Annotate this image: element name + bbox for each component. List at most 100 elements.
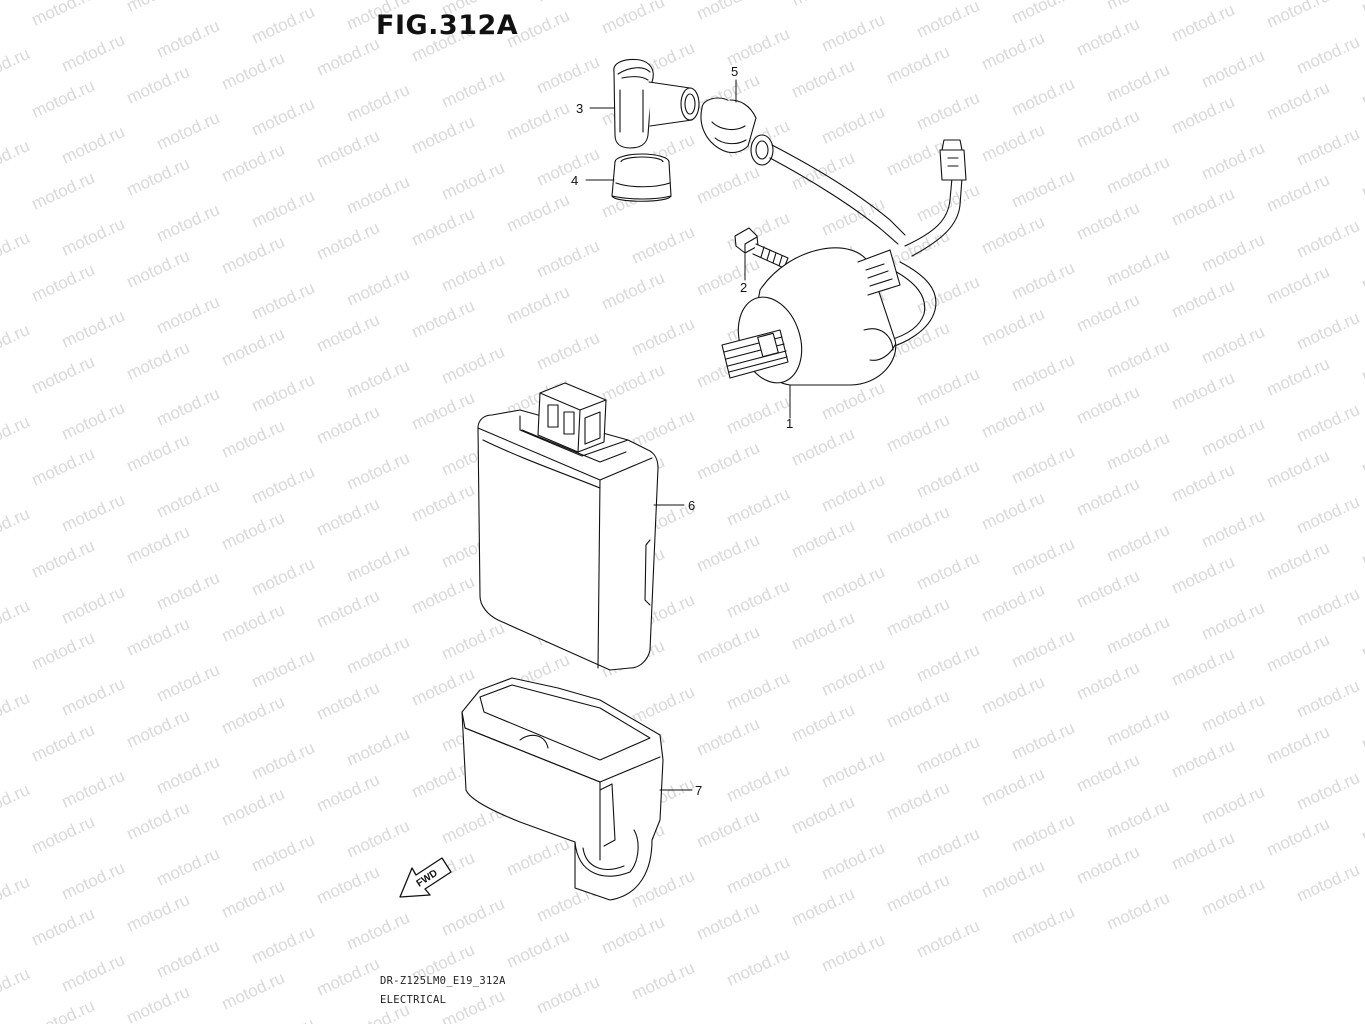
watermark-text: motod.ru <box>219 140 288 186</box>
watermark-text: motod.ru <box>1074 382 1143 428</box>
watermark-text: motod.ru <box>1294 400 1363 446</box>
watermark-text: motod.ru <box>344 80 413 126</box>
watermark-text: motod.ru <box>1169 736 1238 782</box>
watermark-text: motod.ru <box>439 342 508 388</box>
watermark-text: motod.ru <box>694 162 763 208</box>
watermark-text: motod.ru <box>124 614 193 660</box>
watermark-text: motod.ru <box>154 476 223 522</box>
watermark-text: motod.ru <box>979 212 1048 258</box>
watermark-text: motod.ru <box>1074 750 1143 796</box>
watermark-text: motod.ru <box>314 954 383 1000</box>
watermark-text: motod.ru <box>439 250 508 296</box>
watermark-text: motod.ru <box>439 986 508 1024</box>
watermark-text: motod.ru <box>1199 46 1268 92</box>
watermark-text: motod.ru <box>1074 566 1143 612</box>
watermark-text: motod.ru <box>1009 810 1078 856</box>
watermark-text: motod.ru <box>1264 538 1333 584</box>
watermark-text: motod.ru <box>344 908 413 954</box>
watermark-text: motod.ru <box>154 752 223 798</box>
watermark-text: motod.ru <box>0 44 32 90</box>
watermark-text: motod.ru <box>884 410 953 456</box>
watermark-text: motod.ru <box>124 798 193 844</box>
watermark-text: motod.ru <box>724 668 793 714</box>
watermark-text: motod.ru <box>314 34 383 80</box>
watermark-text: motod.ru <box>979 580 1048 626</box>
watermark-text: motod.ru <box>124 338 193 384</box>
watermark-text: motod.ru <box>534 236 603 282</box>
watermark-text: motod.ru <box>0 642 2 688</box>
watermark-text: motod.ru <box>1359 432 1365 478</box>
watermark-text: motod.ru <box>249 830 318 876</box>
watermark-text: motod.ru <box>724 760 793 806</box>
watermark-text: motod.ru <box>0 964 32 1010</box>
watermark-text: motod.ru <box>504 926 573 972</box>
watermark-text: motod.ru <box>124 706 193 752</box>
watermark-text: motod.ru <box>249 370 318 416</box>
watermark-text: motod.ru <box>1009 74 1078 120</box>
watermark-text: motod.ru <box>0 826 2 872</box>
watermark-text: motod.ru <box>1199 506 1268 552</box>
watermark-text: motod.ru <box>1264 722 1333 768</box>
watermark-text: motod.ru <box>0 780 32 826</box>
callout-4: 4 <box>571 173 578 188</box>
watermark-text: motod.ru <box>1074 106 1143 152</box>
watermark-text: motod.ru <box>884 42 953 88</box>
watermark-text: motod.ru <box>1294 308 1363 354</box>
watermark-text: motod.ru <box>1009 0 1078 28</box>
watermark-text: motod.ru <box>0 366 2 412</box>
watermark-text: motod.ru <box>314 310 383 356</box>
watermark-text: motod.ru <box>819 10 888 56</box>
watermark-text: motod.ru <box>409 112 478 158</box>
watermark-text: motod.ru <box>29 444 98 490</box>
watermark-text: motod.ru <box>409 480 478 526</box>
watermark-text: motod.ru <box>314 586 383 632</box>
watermark-text: motod.ru <box>1104 0 1173 14</box>
watermark-text: motod.ru <box>629 222 698 268</box>
watermark-text: motod.ru <box>0 1010 2 1024</box>
watermark-text: motod.ru <box>694 530 763 576</box>
watermark-text: motod.ru <box>1169 92 1238 138</box>
watermark-text: motod.ru <box>344 724 413 770</box>
watermark-text: motod.ru <box>154 936 223 982</box>
watermark-text: motod.ru <box>1199 138 1268 184</box>
watermark-text: motod.ru <box>979 28 1048 74</box>
watermark-text: motod.ru <box>1199 874 1268 920</box>
watermark-text: motod.ru <box>439 66 508 112</box>
watermark-text: motod.ru <box>599 360 668 406</box>
boot-seal-part-4 <box>611 153 672 202</box>
watermark-text: motod.ru <box>0 918 2 964</box>
watermark-text: motod.ru <box>1264 630 1333 676</box>
callout-2: 2 <box>740 280 747 295</box>
watermark-text: motod.ru <box>914 916 983 962</box>
watermark-text: motod.ru <box>914 364 983 410</box>
coil-lead-wires <box>871 139 967 351</box>
watermark-text: motod.ru <box>914 0 983 42</box>
watermark-text: motod.ru <box>819 930 888 976</box>
watermark-text: motod.ru <box>534 144 603 190</box>
watermark-text: motod.ru <box>344 172 413 218</box>
watermark-text: motod.ru <box>314 126 383 172</box>
watermark-text: motod.ru <box>629 314 698 360</box>
watermark-text: motod.ru <box>29 628 98 674</box>
watermark-text: motod.ru <box>694 254 763 300</box>
watermark-text: motod.ru <box>599 0 668 38</box>
cdi-unit-part-6 <box>477 382 659 671</box>
watermark-text: motod.ru <box>1104 612 1173 658</box>
watermark-text: motod.ru <box>1359 156 1365 202</box>
watermark-text: motod.ru <box>344 816 413 862</box>
watermark-text: motod.ru <box>1199 782 1268 828</box>
watermark-text: motod.ru <box>439 158 508 204</box>
watermark-text: motod.ru <box>1009 350 1078 396</box>
section-name: ELECTRICAL <box>380 994 447 1006</box>
watermark-text: motod.ru <box>789 424 858 470</box>
watermark-text: motod.ru <box>1359 800 1365 846</box>
watermark-text: motod.ru <box>1294 584 1363 630</box>
watermark-text: motod.ru <box>1199 598 1268 644</box>
watermark-text: motod.ru <box>629 682 698 728</box>
watermark-text: motod.ru <box>314 218 383 264</box>
watermark-text: motod.ru <box>1169 368 1238 414</box>
watermark-text: motod.ru <box>249 94 318 140</box>
watermark-text: motod.ru <box>0 136 32 182</box>
watermark-text: motod.ru <box>219 692 288 738</box>
watermark-text: motod.ru <box>1199 414 1268 460</box>
